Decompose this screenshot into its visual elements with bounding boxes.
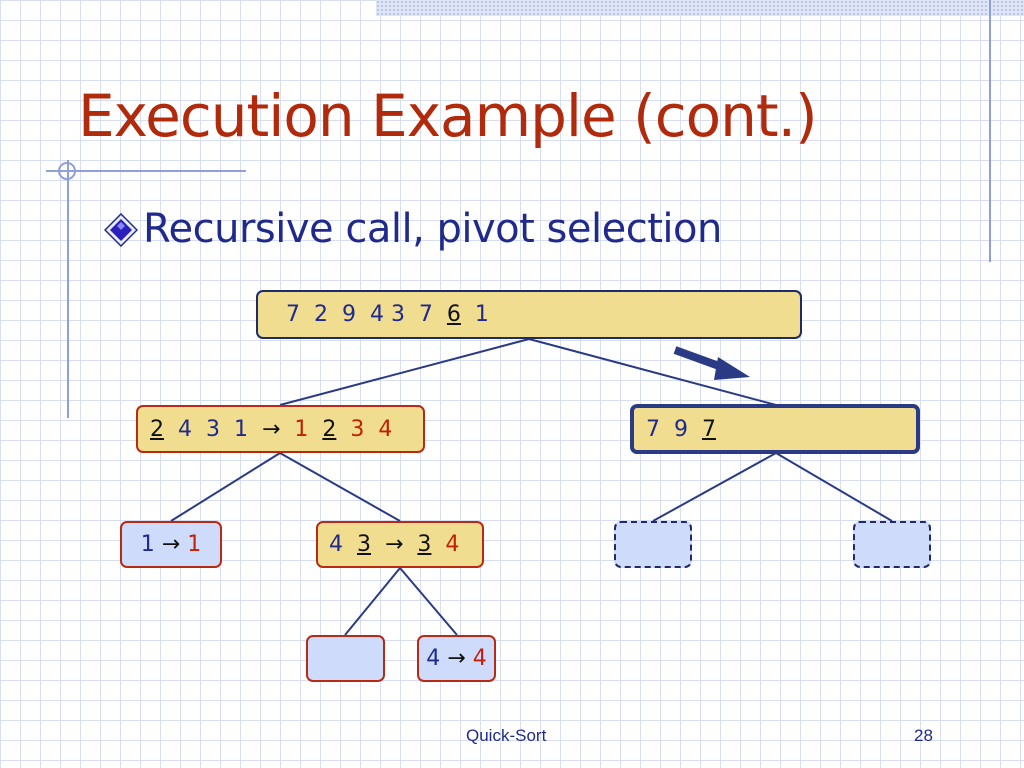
- tree-node-left: 2 4 3 1 → 1 2 3 4: [136, 405, 425, 453]
- root-sequence: 7 2 9 4 3 7: [286, 302, 447, 327]
- edge-lr-leaf2: [399, 567, 458, 636]
- diamond-bullet-icon: [104, 213, 138, 247]
- edge-right-dash2: [775, 452, 893, 522]
- tree-leaf-empty: [306, 635, 385, 682]
- lr-arrow: →: [370, 532, 418, 557]
- right-sequence: 7 9: [646, 416, 702, 442]
- left-pivot: 2: [150, 416, 164, 442]
- ll-arrow: →: [161, 532, 181, 557]
- left-arrow: →: [261, 416, 281, 442]
- left-rule: [67, 160, 69, 418]
- left-output-a: 1: [280, 416, 323, 442]
- ll-input: 1: [140, 532, 162, 557]
- lr-pivot: 3: [356, 532, 371, 557]
- tree-node-left-right: 4 3 → 3 4: [316, 521, 484, 568]
- ll-output: 1: [180, 532, 202, 557]
- tree-node-root: 7 2 9 4 3 7 6 1: [256, 290, 802, 339]
- leaf-arrow: →: [447, 646, 466, 671]
- placeholder-node-2: [853, 521, 931, 568]
- pointer-arrow-icon: [673, 346, 750, 380]
- tree-leaf-four: 4 → 4: [417, 635, 496, 682]
- header-band: [376, 0, 1024, 16]
- placeholder-node-1: [614, 521, 692, 568]
- bullet-text: Recursive call, pivot selection: [143, 206, 722, 252]
- lr-output-rest: 4: [431, 532, 460, 557]
- footer-title: Quick-Sort: [466, 726, 547, 745]
- page-number: 28: [914, 726, 933, 745]
- leaf-input: 4: [426, 646, 448, 671]
- left-output-b: 3 4: [336, 416, 393, 442]
- edge-lr-leaf1: [344, 567, 401, 636]
- crosshair-icon: [58, 162, 76, 180]
- root-pivot: 6: [446, 302, 461, 327]
- right-pivot: 7: [701, 416, 716, 442]
- page-title: Execution Example (cont.): [78, 82, 818, 150]
- edge-root-right: [528, 338, 777, 406]
- left-input: 4 3 1: [164, 416, 262, 442]
- edge-right-dash1: [652, 452, 777, 522]
- edge-left-leftleft: [170, 452, 281, 522]
- tree-node-left-left: 1 → 1: [120, 521, 222, 568]
- lr-input: 4: [329, 532, 357, 557]
- title-rule: [46, 170, 246, 172]
- tree-node-right-active: 7 9 7: [630, 404, 920, 454]
- right-rule: [989, 0, 991, 262]
- leaf-output: 4: [465, 646, 487, 671]
- lr-output-pivot: 3: [417, 532, 432, 557]
- left-output-pivot: 2: [322, 416, 337, 442]
- edge-root-left: [279, 338, 530, 406]
- root-rest: 1: [460, 302, 489, 327]
- edge-left-leftright: [279, 452, 401, 522]
